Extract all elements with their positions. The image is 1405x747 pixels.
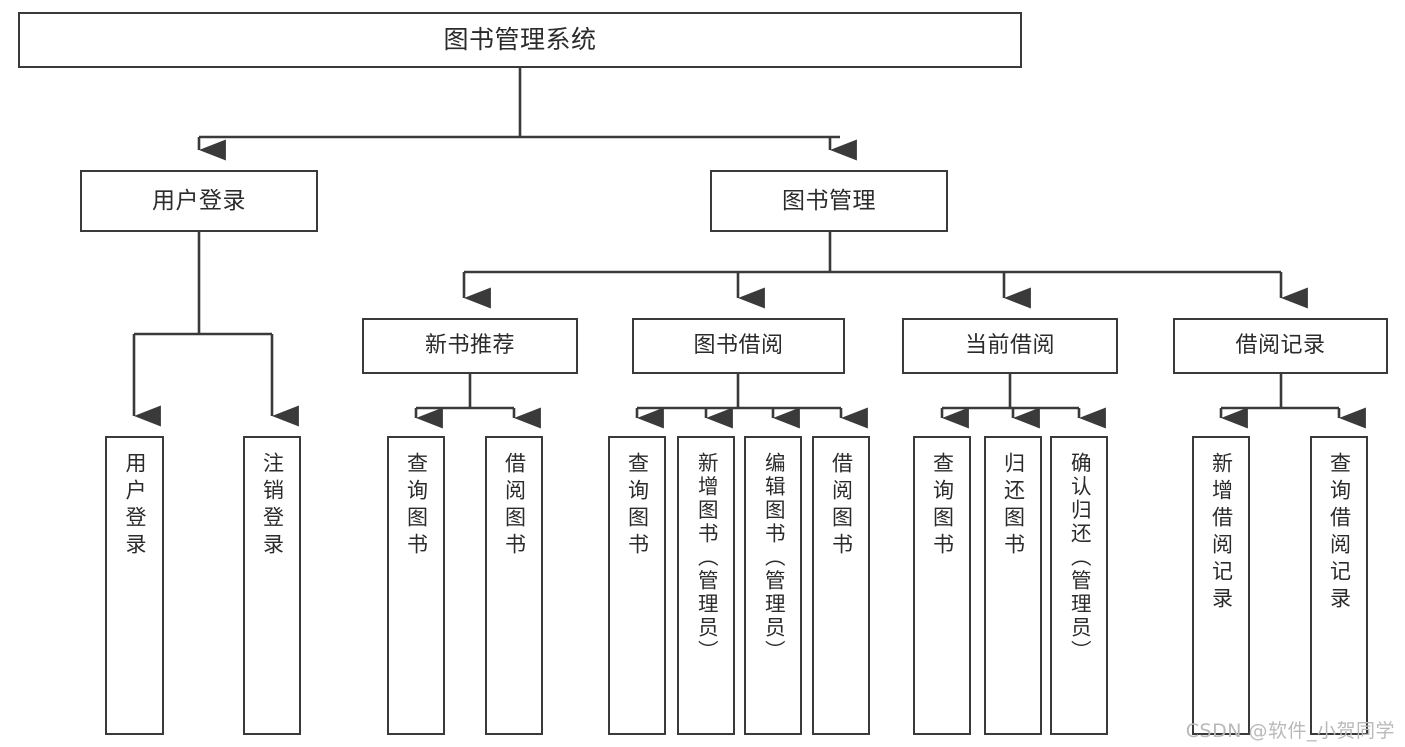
node-leaf-edit-book-admin-label: 编辑图书（管理员）	[761, 452, 786, 664]
node-leaf-add-book-admin[interactable]: 新增图书（管理员）	[677, 436, 735, 735]
node-book-manage-label: 图书管理	[782, 187, 876, 214]
node-borrow-record[interactable]: 借阅记录	[1173, 318, 1388, 374]
node-borrow-record-label: 借阅记录	[1235, 333, 1326, 359]
node-leaf-add-borrow-record-label: 新增借阅记录	[1209, 452, 1234, 614]
node-leaf-return-book-label: 归还图书	[1001, 452, 1026, 560]
node-leaf-confirm-return[interactable]: 确认归还（管理员）	[1050, 436, 1108, 735]
node-leaf-add-borrow-record[interactable]: 新增借阅记录	[1192, 436, 1250, 735]
node-current-borrow-label: 当前借阅	[964, 333, 1055, 359]
node-new-book-recommend[interactable]: 新书推荐	[362, 318, 578, 374]
node-leaf-query-borrow-record[interactable]: 查询借阅记录	[1310, 436, 1368, 735]
node-leaf-query-book-3-label: 查询图书	[930, 452, 955, 560]
node-leaf-borrow-book-1-label: 借阅图书	[502, 452, 527, 560]
node-leaf-query-book-2[interactable]: 查询图书	[608, 436, 666, 735]
node-book-manage[interactable]: 图书管理	[710, 170, 948, 232]
node-user-login-label: 用户登录	[152, 187, 246, 214]
node-book-borrow[interactable]: 图书借阅	[632, 318, 845, 374]
node-leaf-query-borrow-record-label: 查询借阅记录	[1327, 452, 1352, 614]
node-new-book-recommend-label: 新书推荐	[424, 333, 515, 359]
node-user-login[interactable]: 用户登录	[80, 170, 318, 232]
node-leaf-query-book-3[interactable]: 查询图书	[913, 436, 971, 735]
node-leaf-borrow-book-1[interactable]: 借阅图书	[485, 436, 543, 735]
node-leaf-borrow-book-2[interactable]: 借阅图书	[812, 436, 870, 735]
node-leaf-user-logout[interactable]: 注销登录	[243, 436, 301, 735]
node-leaf-confirm-return-label: 确认归还（管理员）	[1067, 452, 1092, 664]
node-leaf-query-book-2-label: 查询图书	[625, 452, 650, 560]
node-leaf-add-book-admin-label: 新增图书（管理员）	[694, 452, 719, 664]
node-leaf-edit-book-admin[interactable]: 编辑图书（管理员）	[744, 436, 802, 735]
node-leaf-borrow-book-2-label: 借阅图书	[829, 452, 854, 560]
node-root-label: 图书管理系统	[443, 24, 597, 54]
node-leaf-user-login-label: 用户登录	[123, 452, 147, 560]
watermark: CSDN @软件_小贺同学	[1185, 720, 1395, 742]
node-leaf-query-book-1-label: 查询图书	[404, 452, 429, 560]
node-root[interactable]: 图书管理系统	[18, 12, 1022, 68]
node-leaf-return-book[interactable]: 归还图书	[984, 436, 1042, 735]
node-book-borrow-label: 图书借阅	[693, 333, 784, 359]
node-leaf-query-book-1[interactable]: 查询图书	[387, 436, 445, 735]
node-leaf-user-login[interactable]: 用户登录	[105, 436, 164, 735]
node-current-borrow[interactable]: 当前借阅	[902, 318, 1118, 374]
node-leaf-user-logout-label: 注销登录	[260, 452, 285, 560]
